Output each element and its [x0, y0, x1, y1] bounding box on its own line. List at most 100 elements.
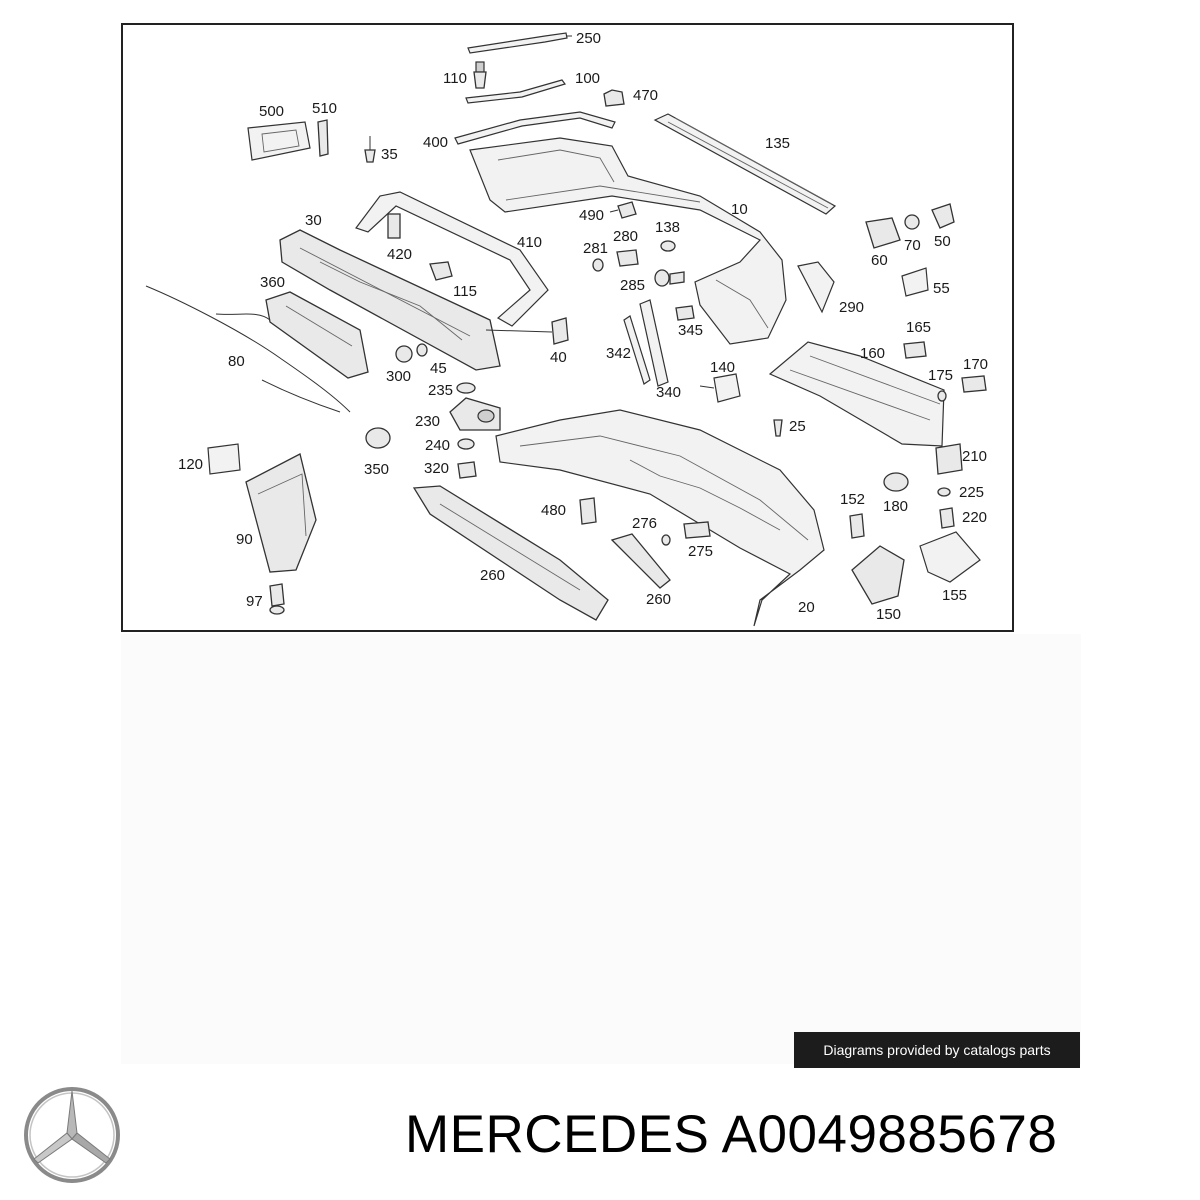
callout-label: 10	[731, 201, 748, 218]
part-caption: MERCEDES A0049885678	[405, 1105, 1058, 1164]
callout-label: 40	[550, 349, 567, 366]
grommet-300	[395, 345, 413, 363]
callout-label: 470	[633, 87, 658, 104]
callout-label: 260	[646, 591, 671, 608]
strip-340	[639, 299, 669, 387]
callout-label: 280	[613, 228, 638, 245]
callout-label: 135	[765, 135, 790, 152]
screw-170	[961, 375, 987, 393]
callout-label: 160	[860, 345, 885, 362]
clip-480	[579, 497, 597, 525]
callout-label: 290	[839, 299, 864, 316]
sensor-holder-50	[931, 203, 955, 229]
callout-label: 35	[381, 146, 398, 163]
screw-285	[654, 269, 685, 287]
callout-label: 220	[962, 509, 987, 526]
callout-label: 30	[305, 212, 322, 229]
callout-label: 320	[424, 460, 449, 477]
impact-absorber-30	[279, 229, 501, 371]
callout-label: 170	[963, 356, 988, 373]
diagram-credit: Diagrams provided by catalogs parts	[794, 1032, 1080, 1068]
bolt-115	[429, 261, 453, 281]
washer-281	[592, 258, 604, 272]
callout-label: 120	[178, 456, 203, 473]
callout-label: 276	[632, 515, 657, 532]
strip-342	[623, 315, 651, 385]
callout-label: 225	[959, 484, 984, 501]
callout-label: 360	[260, 274, 285, 291]
parts-exploded-diagram: 250 110 100 470 500 510 400 35 135 30 49…	[145, 30, 988, 627]
clip-420	[387, 213, 401, 239]
callout-label: 281	[583, 240, 608, 257]
screw-280	[616, 249, 639, 267]
nut-350	[365, 427, 391, 449]
callout-label: 25	[789, 418, 806, 435]
callout-label: 152	[840, 491, 865, 508]
clip-110	[473, 61, 487, 89]
callout-label: 138	[655, 219, 680, 236]
harness-80	[145, 285, 351, 413]
screw-275	[683, 521, 711, 539]
callout-label: 165	[906, 319, 931, 336]
callout-label: 345	[678, 322, 703, 339]
callout-label: 175	[928, 367, 953, 384]
callout-label: 210	[962, 448, 987, 465]
diffuser-160	[768, 341, 945, 447]
callout-label: 97	[246, 593, 263, 610]
trim-strip-250	[467, 32, 572, 54]
plate-120	[207, 443, 241, 475]
bracket-260-left	[412, 485, 609, 621]
cover-140	[699, 373, 741, 403]
callout-label: 100	[575, 70, 600, 87]
trim-400	[454, 111, 616, 145]
mercedes-star-icon	[24, 1087, 120, 1183]
callout-label: 180	[883, 498, 908, 515]
cap-55	[901, 267, 929, 297]
callout-label: 155	[942, 587, 967, 604]
screw-97	[269, 583, 285, 615]
callout-label: 350	[364, 461, 389, 478]
washer-175	[937, 390, 947, 402]
callout-label: 240	[425, 437, 450, 454]
callout-label: 340	[656, 384, 681, 401]
nut-138	[660, 240, 676, 252]
washer-240	[457, 438, 475, 450]
callout-label: 300	[386, 368, 411, 385]
callout-label: 420	[387, 246, 412, 263]
callout-label: 140	[710, 359, 735, 376]
bracket-90	[245, 453, 317, 573]
washer-225	[937, 487, 951, 497]
callout-label: 490	[579, 207, 604, 224]
callout-label: 45	[430, 360, 447, 377]
sensor-40	[485, 317, 569, 345]
bracket-360	[265, 291, 369, 379]
callout-label: 400	[423, 134, 448, 151]
callout-label: 115	[453, 283, 477, 300]
bracket-510	[317, 119, 329, 157]
callout-label: 275	[688, 543, 713, 560]
callout-label: 50	[934, 233, 951, 250]
screw-165	[903, 341, 927, 359]
screw-220	[939, 507, 955, 529]
bolt-490	[609, 201, 637, 219]
trim-strip-100	[465, 79, 566, 104]
cover-500	[247, 121, 311, 161]
bracket-210	[935, 443, 963, 475]
guide-410	[355, 191, 549, 327]
lower-blank-area	[121, 634, 1081, 1064]
callout-label: 150	[876, 606, 901, 623]
mount-230	[449, 397, 501, 431]
callout-label: 90	[236, 531, 253, 548]
callout-label: 510	[312, 100, 337, 117]
grommet-70	[904, 214, 920, 230]
bracket-150	[851, 545, 905, 605]
duct-155	[919, 531, 981, 583]
callout-label: 480	[541, 502, 566, 519]
flap-290	[797, 261, 835, 314]
callout-label: 250	[576, 30, 601, 47]
washer-235	[456, 382, 476, 394]
washer-45	[416, 343, 428, 357]
callout-label: 235	[428, 382, 453, 399]
callout-label: 230	[415, 413, 440, 430]
callout-label: 500	[259, 103, 284, 120]
